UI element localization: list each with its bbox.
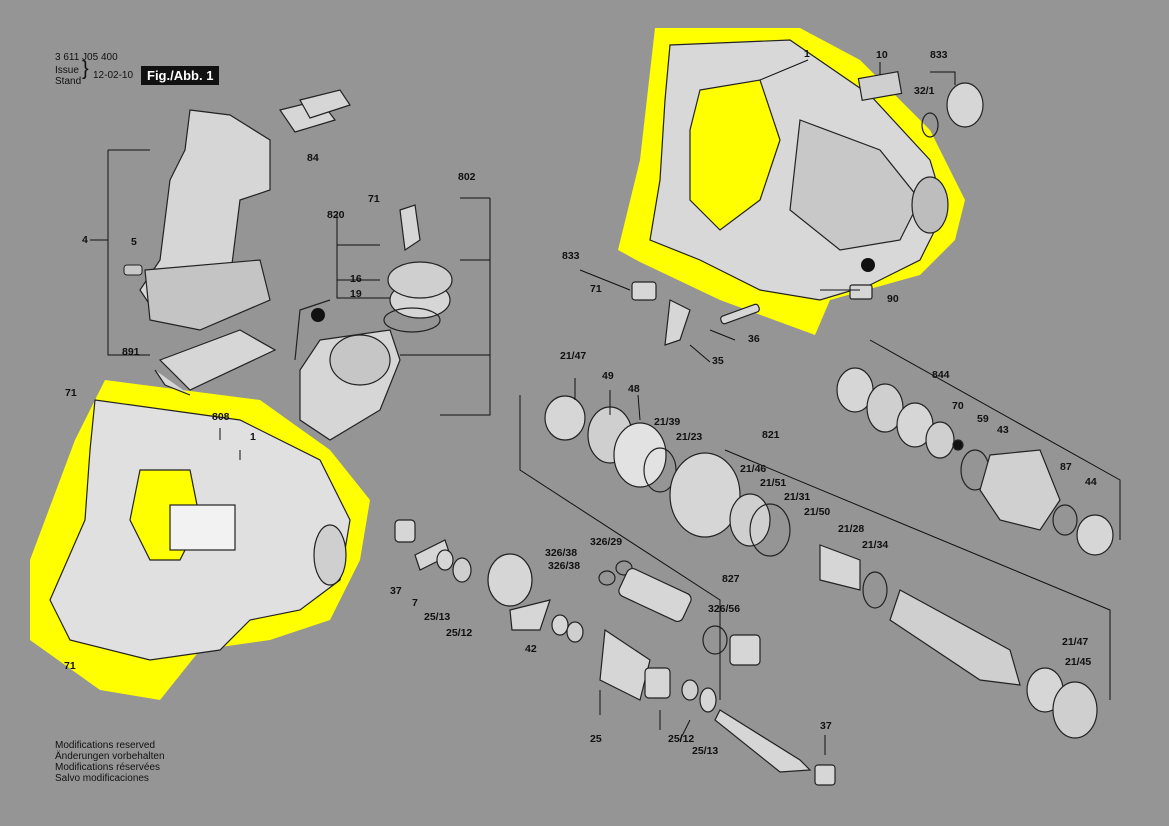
label-10: 10 <box>876 49 888 61</box>
label-891: 891 <box>122 346 140 358</box>
label-70: 70 <box>952 400 964 412</box>
label-21-51: 21/51 <box>760 477 786 489</box>
note-en: Modifications reserved <box>55 740 156 751</box>
label-1-bottom: 1 <box>250 431 256 443</box>
label-84: 84 <box>307 152 319 164</box>
label-827: 827 <box>722 573 740 585</box>
label-1-top: 1 <box>804 48 810 60</box>
leader-lines <box>90 59 1121 755</box>
part-labels: 1 10 833 32/1 84 4 5 891 71 820 802 16 1… <box>64 48 1097 757</box>
label-21-28: 21/28 <box>838 523 864 535</box>
figure-label: Fig./Abb. 1 <box>141 66 220 85</box>
label-326-38-a: 326/38 <box>545 547 577 559</box>
label-25-13-b: 25/13 <box>692 745 718 757</box>
label-59: 59 <box>977 413 989 425</box>
label-71-b: 71 <box>590 283 602 295</box>
label-808: 808 <box>212 411 230 423</box>
label-4: 4 <box>82 234 88 246</box>
label-90: 90 <box>887 293 899 305</box>
label-21-23: 21/23 <box>676 431 702 443</box>
label-44: 44 <box>1085 476 1097 488</box>
parts-small-top <box>631 70 984 346</box>
label-87: 87 <box>1060 461 1072 473</box>
label-37-b: 37 <box>820 720 832 732</box>
label-16: 16 <box>350 273 362 285</box>
issue-date: 12-02-10 <box>93 70 134 81</box>
note-es: Salvo modificaciones <box>55 773 149 784</box>
label-32-1: 32/1 <box>914 85 935 97</box>
label-71-d: 71 <box>64 660 76 672</box>
parts-right <box>544 367 1114 739</box>
label-25-12-b: 25/12 <box>668 733 694 745</box>
switch-assembly <box>139 89 351 331</box>
label-21-31: 21/31 <box>784 491 810 503</box>
screw-markers <box>311 258 875 322</box>
label-21-39: 21/39 <box>654 416 680 428</box>
housing-half-bottom <box>49 399 351 661</box>
gear-bearing-820 <box>383 204 453 333</box>
label-48: 48 <box>628 383 640 395</box>
label-833-top: 833 <box>930 49 948 61</box>
note-de: Änderungen vorbehalten <box>55 751 165 762</box>
label-326-29: 326/29 <box>590 536 622 548</box>
label-37-a: 37 <box>390 585 402 597</box>
label-43: 43 <box>997 424 1009 436</box>
label-21-50: 21/50 <box>804 506 830 518</box>
spring-5 <box>123 264 143 276</box>
parts-lower-middle <box>394 519 836 786</box>
motor <box>294 299 401 441</box>
label-21-34: 21/34 <box>862 539 888 551</box>
label-802: 802 <box>458 171 476 183</box>
label-5: 5 <box>131 236 137 248</box>
label-844: 844 <box>932 369 950 381</box>
label-326-38-b: 326/38 <box>548 560 580 572</box>
doc-number: 3 611 J05 400 <box>55 52 118 63</box>
label-49: 49 <box>602 370 614 382</box>
label-7: 7 <box>412 597 418 609</box>
label-821: 821 <box>762 429 780 441</box>
modification-notes: Modifications reserved Änderungen vorbeh… <box>55 740 165 784</box>
label-19: 19 <box>350 288 362 300</box>
label-25-13-a: 25/13 <box>424 611 450 623</box>
label-820: 820 <box>327 209 345 221</box>
note-fr: Modifications réservées <box>55 762 161 773</box>
issue-label: Issue <box>55 65 79 76</box>
label-21-46: 21/46 <box>740 463 766 475</box>
label-25-12-a: 25/12 <box>446 627 472 639</box>
stand-label: Stand <box>55 76 82 87</box>
label-71-c: 71 <box>65 387 77 399</box>
label-326-56: 326/56 <box>708 603 740 615</box>
label-21-47-a: 21/47 <box>560 350 586 362</box>
contact-plate-891 <box>154 329 277 396</box>
label-35: 35 <box>712 355 724 367</box>
label-21-47-b: 21/47 <box>1062 636 1088 648</box>
label-25: 25 <box>590 733 602 745</box>
label-42: 42 <box>525 643 537 655</box>
housing-half-top <box>649 39 949 301</box>
label-21-45: 21/45 <box>1065 656 1091 668</box>
label-833-mid: 833 <box>562 250 580 262</box>
issue-brace: } <box>82 58 89 80</box>
label-71-a: 71 <box>368 193 380 205</box>
label-36: 36 <box>748 333 760 345</box>
